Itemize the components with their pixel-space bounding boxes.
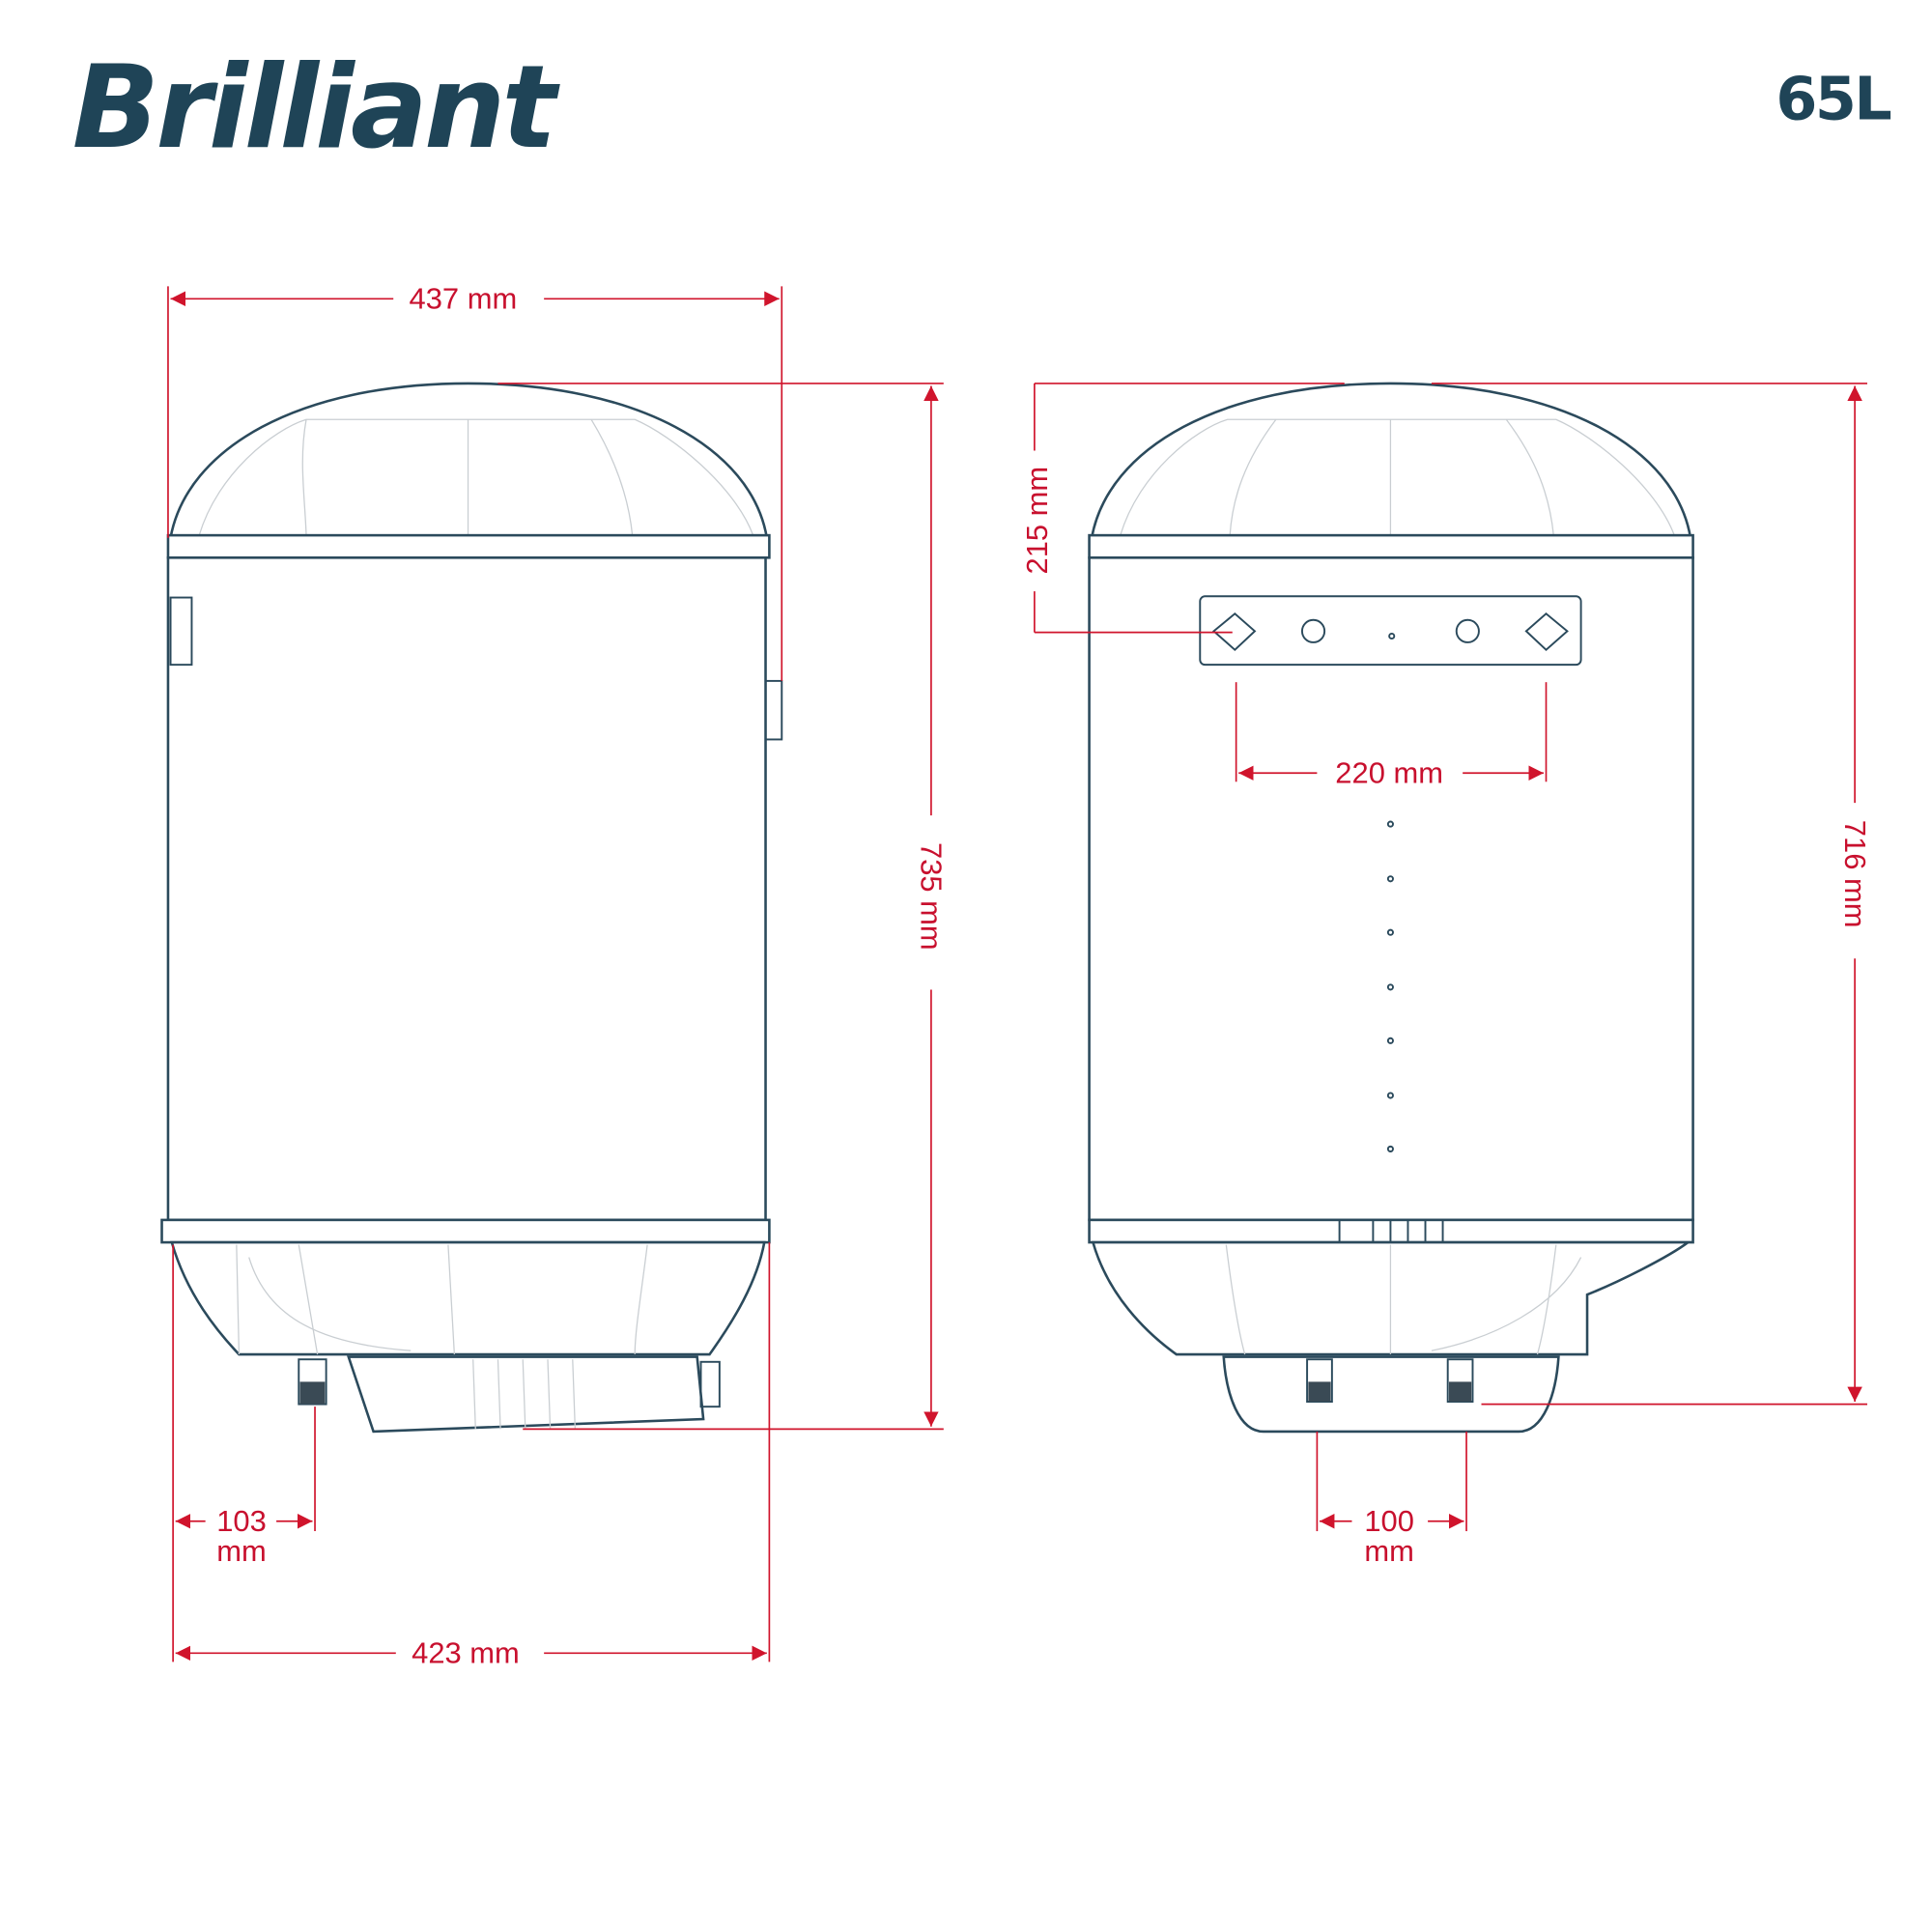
tank-back-view [1088,382,1694,1434]
dimension-height-right: 716 mm [1431,383,1872,1406]
bracket-spacing-label: 220 mm [1335,756,1443,790]
width-top-label: 437 mm [410,282,518,316]
dimension-width-top: 437 mm [167,282,783,681]
model-capacity: 65L [1776,65,1890,134]
dimension-bracket-spacing: 220 mm [1235,682,1548,790]
height-right-label: 716 mm [1838,820,1872,928]
dimension-width-bottom: 423 mm [175,1242,771,1670]
brand-logo: Brilliant [72,41,561,174]
pipe-offset-unit: mm [216,1534,267,1568]
dimension-height-left: 735 mm [497,383,949,1431]
dimension-bracket-offset: 215 mm [1020,383,1345,634]
pipe-spacing-value: 100 [1364,1504,1414,1538]
height-left-label: 735 mm [915,842,949,951]
width-bottom-label: 423 mm [412,1636,520,1670]
pipe-offset-value: 103 [216,1504,267,1538]
dimension-pipe-spacing: 100 mm [1316,1431,1467,1568]
tank-side-view [160,382,783,1434]
dimension-pipe-offset: 103 mm [172,1244,316,1662]
bracket-offset-label: 215 mm [1020,467,1054,575]
pipe-spacing-unit: mm [1364,1534,1414,1568]
